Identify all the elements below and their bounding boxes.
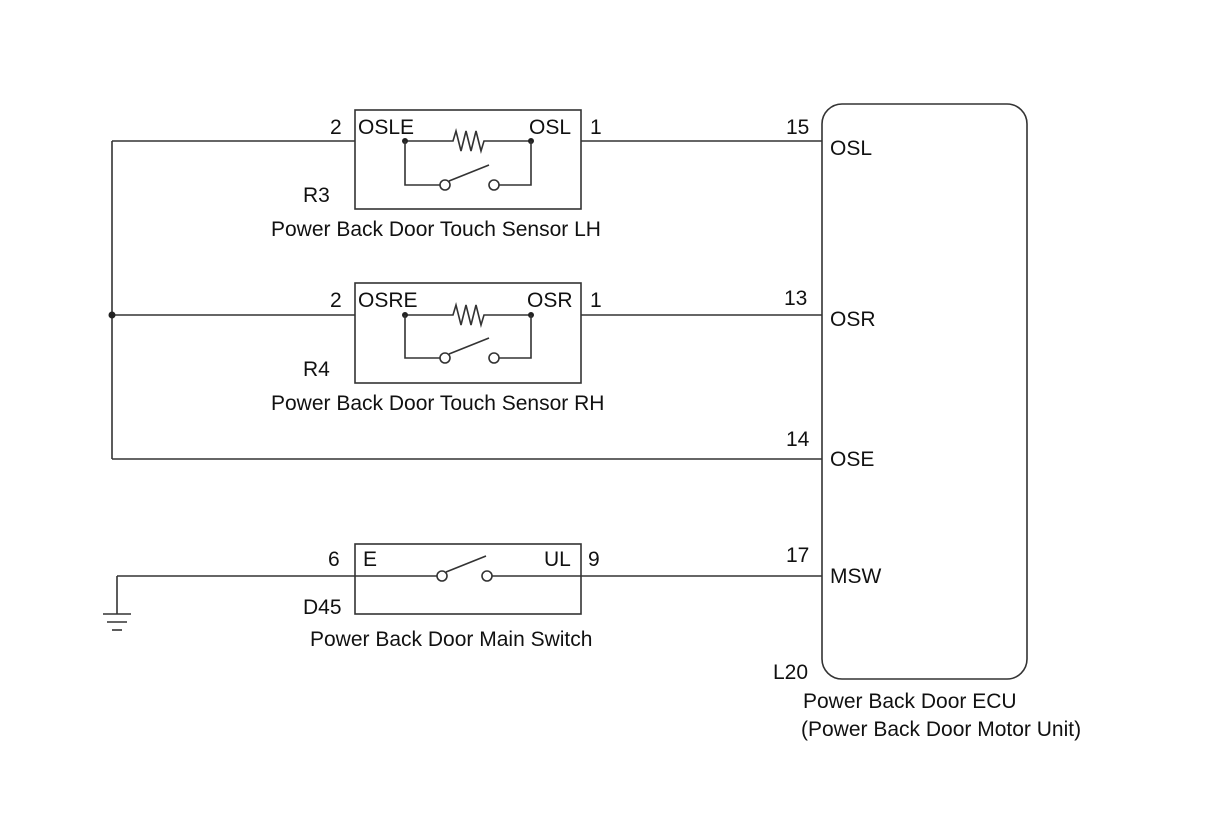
ecu-pin-number: 14	[786, 428, 810, 451]
ecu: 15 OSL 13 OSR 14 OSE 17 MSW L20 Power Ba…	[773, 103, 1081, 741]
pin-number: 1	[590, 289, 602, 312]
pin-name: UL	[544, 548, 571, 571]
switch-icon	[439, 337, 500, 364]
pin-name: OSR	[527, 289, 573, 312]
ecu-pin-number: 17	[786, 544, 809, 567]
component-name: Power Back Door Main Switch	[310, 628, 592, 651]
switch-icon	[439, 164, 500, 191]
main-switch-box	[354, 543, 582, 615]
pin-number: 9	[588, 548, 600, 571]
switch-icon	[436, 555, 493, 582]
ground-icon	[103, 613, 131, 631]
ecu-pin-number: 13	[784, 287, 807, 310]
connector-code: L20	[773, 661, 808, 684]
ecu-pin-name: MSW	[830, 565, 882, 588]
resistor-icon	[405, 301, 531, 329]
main-switch: 6 E UL 9 D45 Power Back Door Main Switch	[303, 543, 600, 651]
ecu-pin-name: OSR	[830, 308, 876, 331]
ecu-pin-number: 15	[786, 116, 809, 139]
pin-number: 2	[330, 289, 342, 312]
sensor-rh: 2 OSRE OSR 1 R4 Power Back Door Touch Se…	[271, 282, 604, 415]
ecu-pin-name: OSL	[830, 137, 872, 160]
component-name: Power Back Door Touch Sensor LH	[271, 218, 601, 241]
pin-number: 6	[328, 548, 340, 571]
component-name-sub: (Power Back Door Motor Unit)	[801, 718, 1081, 741]
sensor-lh-box	[354, 109, 582, 210]
pin-name: OSL	[529, 116, 571, 139]
ecu-box	[821, 103, 1028, 680]
pin-name: E	[363, 548, 377, 571]
junction-dot	[108, 311, 116, 319]
connector-code: R3	[303, 184, 330, 207]
pin-name: OSRE	[358, 289, 418, 312]
ecu-pin-name: OSE	[830, 448, 874, 471]
resistor-icon	[405, 127, 531, 155]
wires	[108, 140, 822, 614]
connector-code: D45	[303, 596, 342, 619]
sensor-lh: 2 OSLE OSL 1 R3 Power Back Door Touch Se…	[271, 109, 602, 241]
pin-number: 2	[330, 116, 342, 139]
connector-code: R4	[303, 358, 330, 381]
component-name: Power Back Door ECU	[803, 690, 1017, 713]
sensor-rh-box	[354, 282, 582, 384]
pin-name: OSLE	[358, 116, 414, 139]
component-name: Power Back Door Touch Sensor RH	[271, 392, 604, 415]
pin-number: 1	[590, 116, 602, 139]
